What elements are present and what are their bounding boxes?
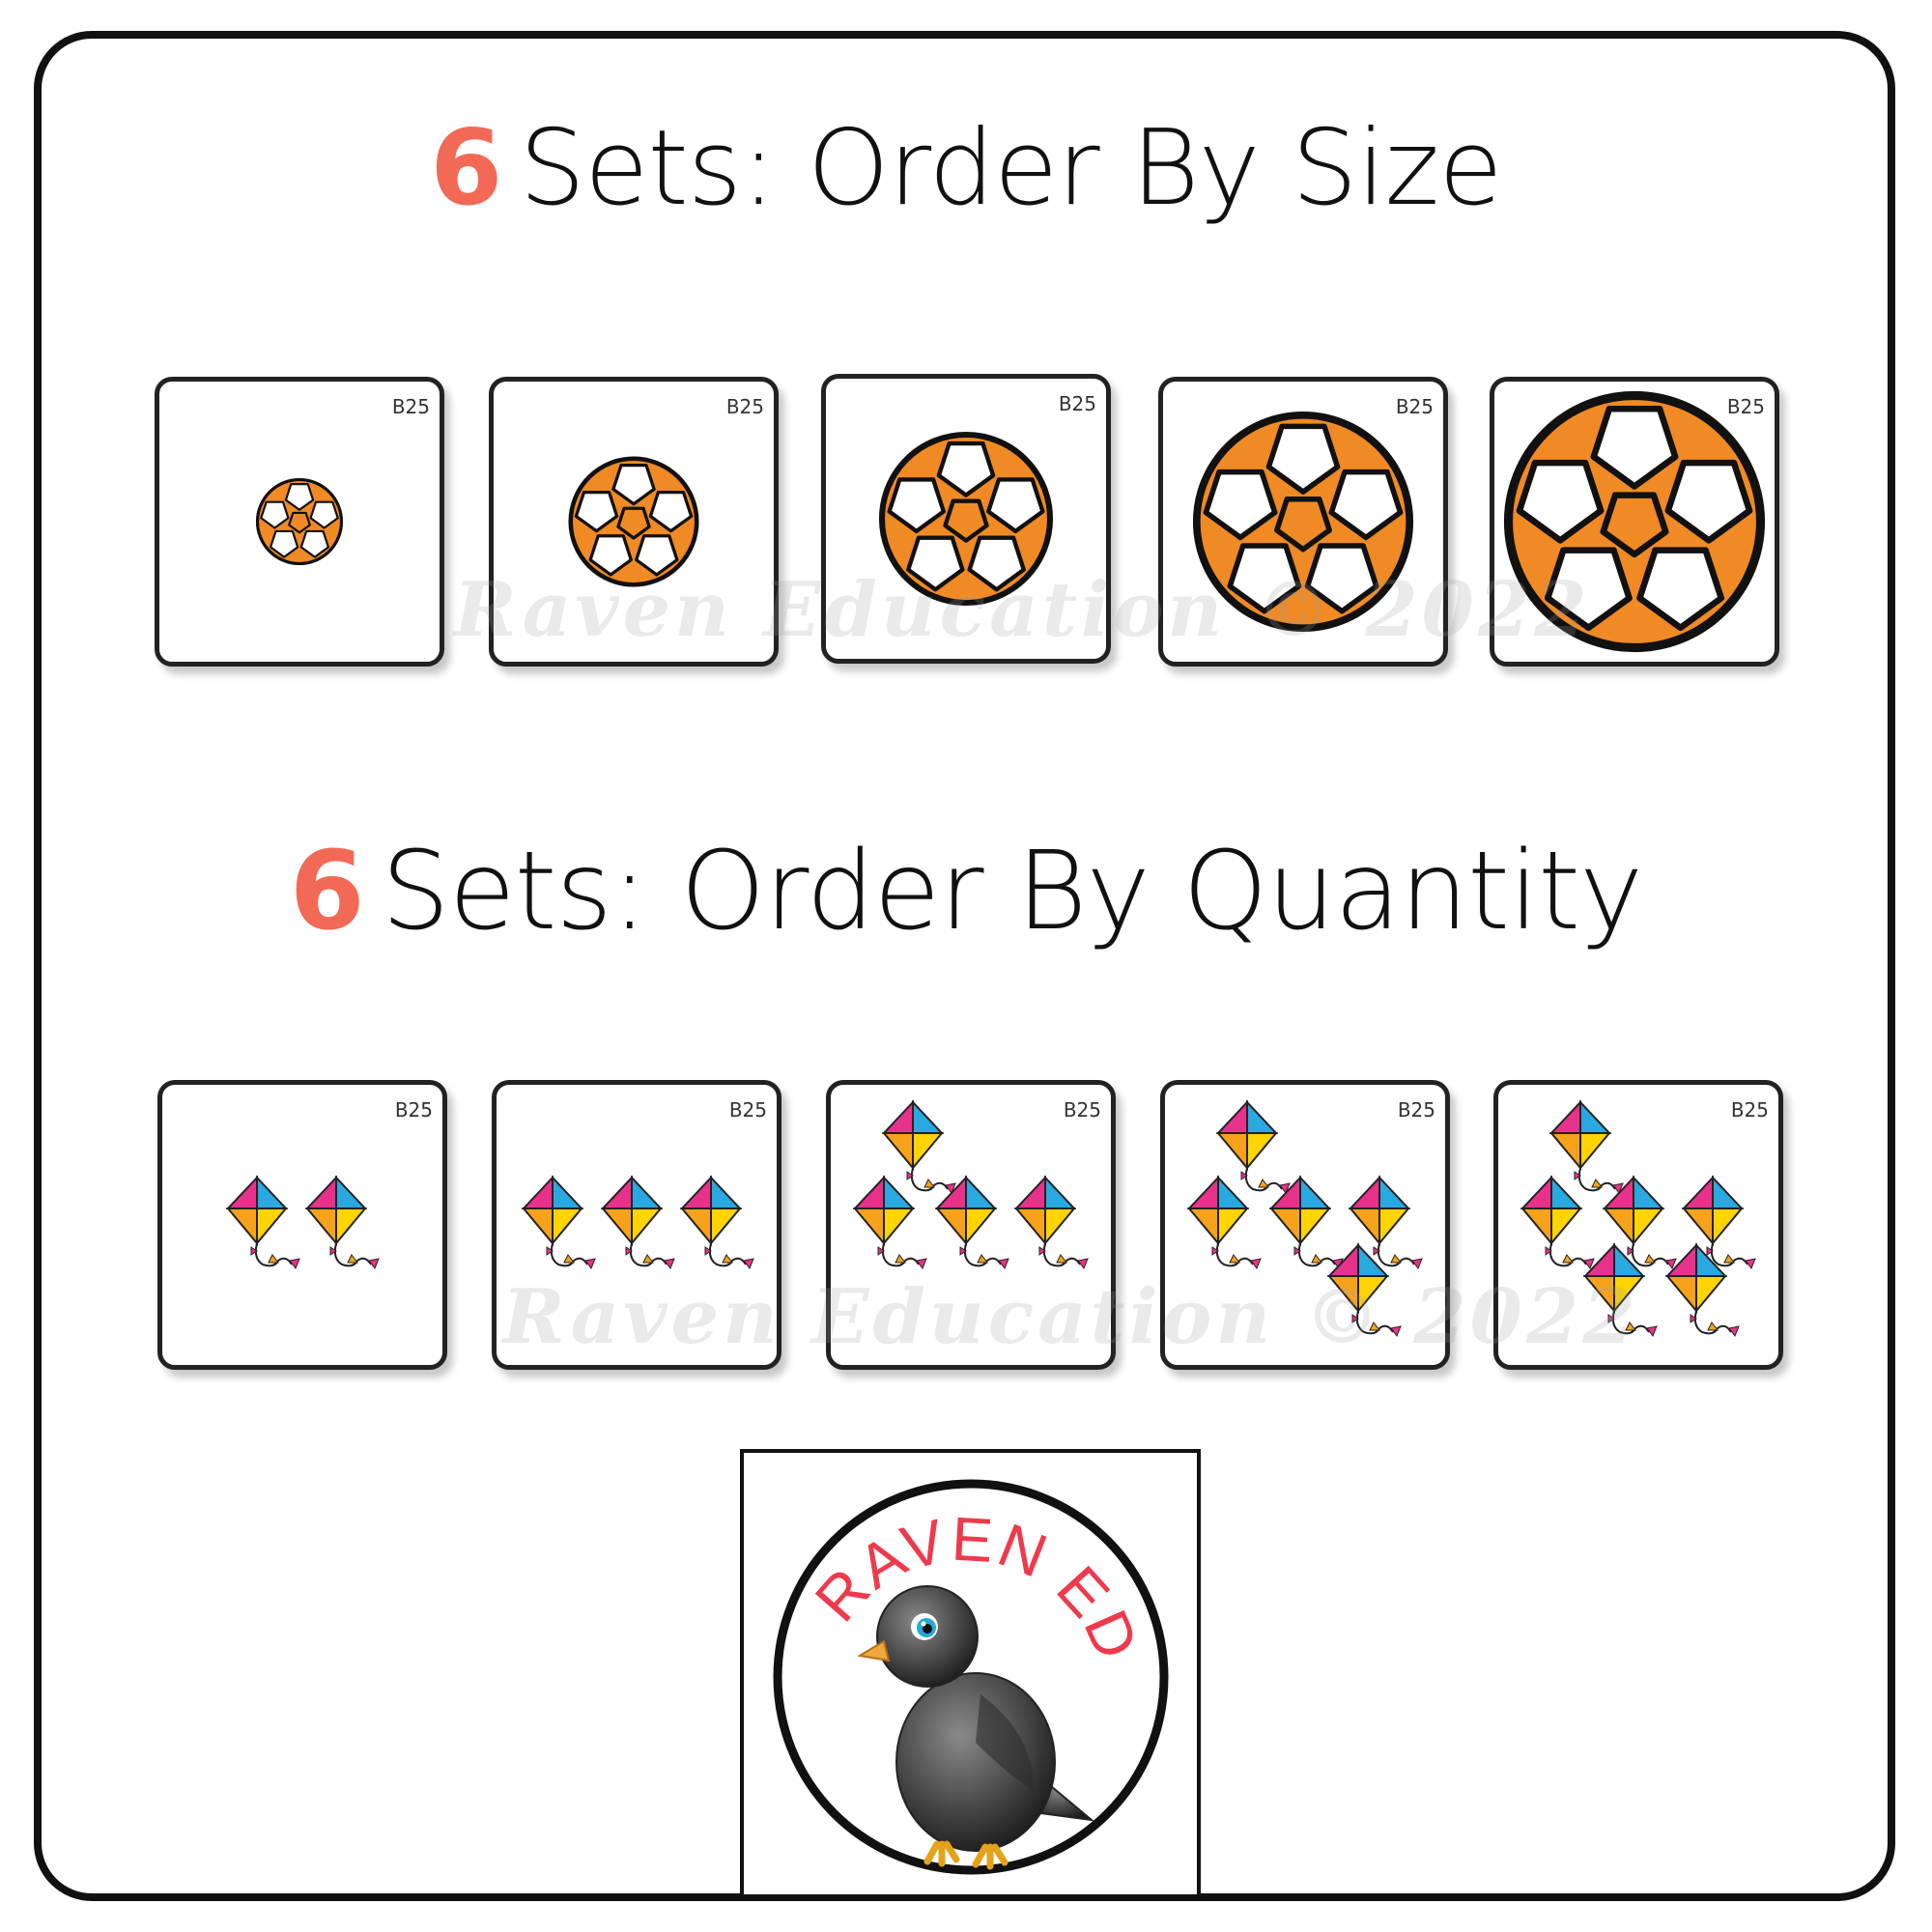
kite-icon [1186, 1175, 1262, 1270]
kite-group [852, 1099, 1089, 1270]
kite-icon [1520, 1175, 1595, 1270]
ball-card-5: B25 [1490, 377, 1779, 667]
soccer-ball-icon [1503, 390, 1766, 653]
kite-group [521, 1175, 754, 1270]
kite-card-3: B25 [826, 1080, 1116, 1370]
soccer-ball-icon [878, 431, 1054, 607]
kite-icon [225, 1175, 300, 1270]
kite-icon [852, 1175, 927, 1270]
quantity-set-count: 6 [289, 829, 365, 954]
kite-icon [600, 1175, 675, 1270]
card-code: B25 [1058, 392, 1096, 415]
ball-card-2: B25 [489, 377, 779, 667]
card-code: B25 [394, 1098, 433, 1122]
size-set-count: 6 [430, 108, 502, 229]
kite-icon [1582, 1242, 1658, 1338]
card-code: B25 [1730, 1098, 1769, 1122]
kite-icon [679, 1175, 754, 1270]
kite-icon [304, 1175, 380, 1270]
kite-card-1: B25 [157, 1080, 447, 1370]
kite-icon [934, 1175, 1009, 1270]
kite-icon [1268, 1175, 1344, 1270]
kite-group [225, 1175, 380, 1270]
card-code: B25 [728, 1098, 767, 1122]
kite-icon [521, 1175, 596, 1270]
size-heading-text: Sets: Order By Size [519, 108, 1502, 229]
card-code: B25 [1397, 1098, 1435, 1122]
kite-icon [1664, 1242, 1740, 1338]
kite-card-4: B25 [1160, 1080, 1450, 1370]
kite-icon [1602, 1175, 1677, 1270]
kite-group [1520, 1099, 1756, 1338]
kite-card-2: B25 [492, 1080, 781, 1370]
kite-icon [1013, 1175, 1089, 1270]
kite-icon [1348, 1175, 1423, 1270]
card-code: B25 [725, 395, 764, 418]
kite-card-5: B25 [1493, 1080, 1783, 1370]
card-code: B25 [1726, 395, 1765, 418]
raven-education-logo: RAVEN EDUCATION [740, 1449, 1201, 1898]
ball-card-4: B25 [1158, 377, 1448, 667]
ball-card-3: B25 [821, 374, 1111, 664]
kite-group [1186, 1099, 1423, 1338]
card-code: B25 [1063, 1098, 1101, 1122]
card-code: B25 [1395, 395, 1434, 418]
kite-icon [1681, 1175, 1756, 1270]
soccer-ball-icon [1192, 411, 1414, 633]
kite-icon [881, 1099, 956, 1195]
kite-icon [1548, 1099, 1624, 1195]
quantity-heading-text: Sets: Order By Quantity [381, 829, 1644, 954]
ball-card-1: B25 [155, 377, 444, 667]
raven-logo-icon: RAVEN EDUCATION [744, 1453, 1169, 1875]
soccer-ball-icon [255, 477, 344, 566]
card-code: B25 [391, 395, 430, 418]
kite-icon [1215, 1099, 1291, 1195]
kite-icon [1326, 1242, 1402, 1338]
soccer-ball-icon [568, 456, 699, 587]
